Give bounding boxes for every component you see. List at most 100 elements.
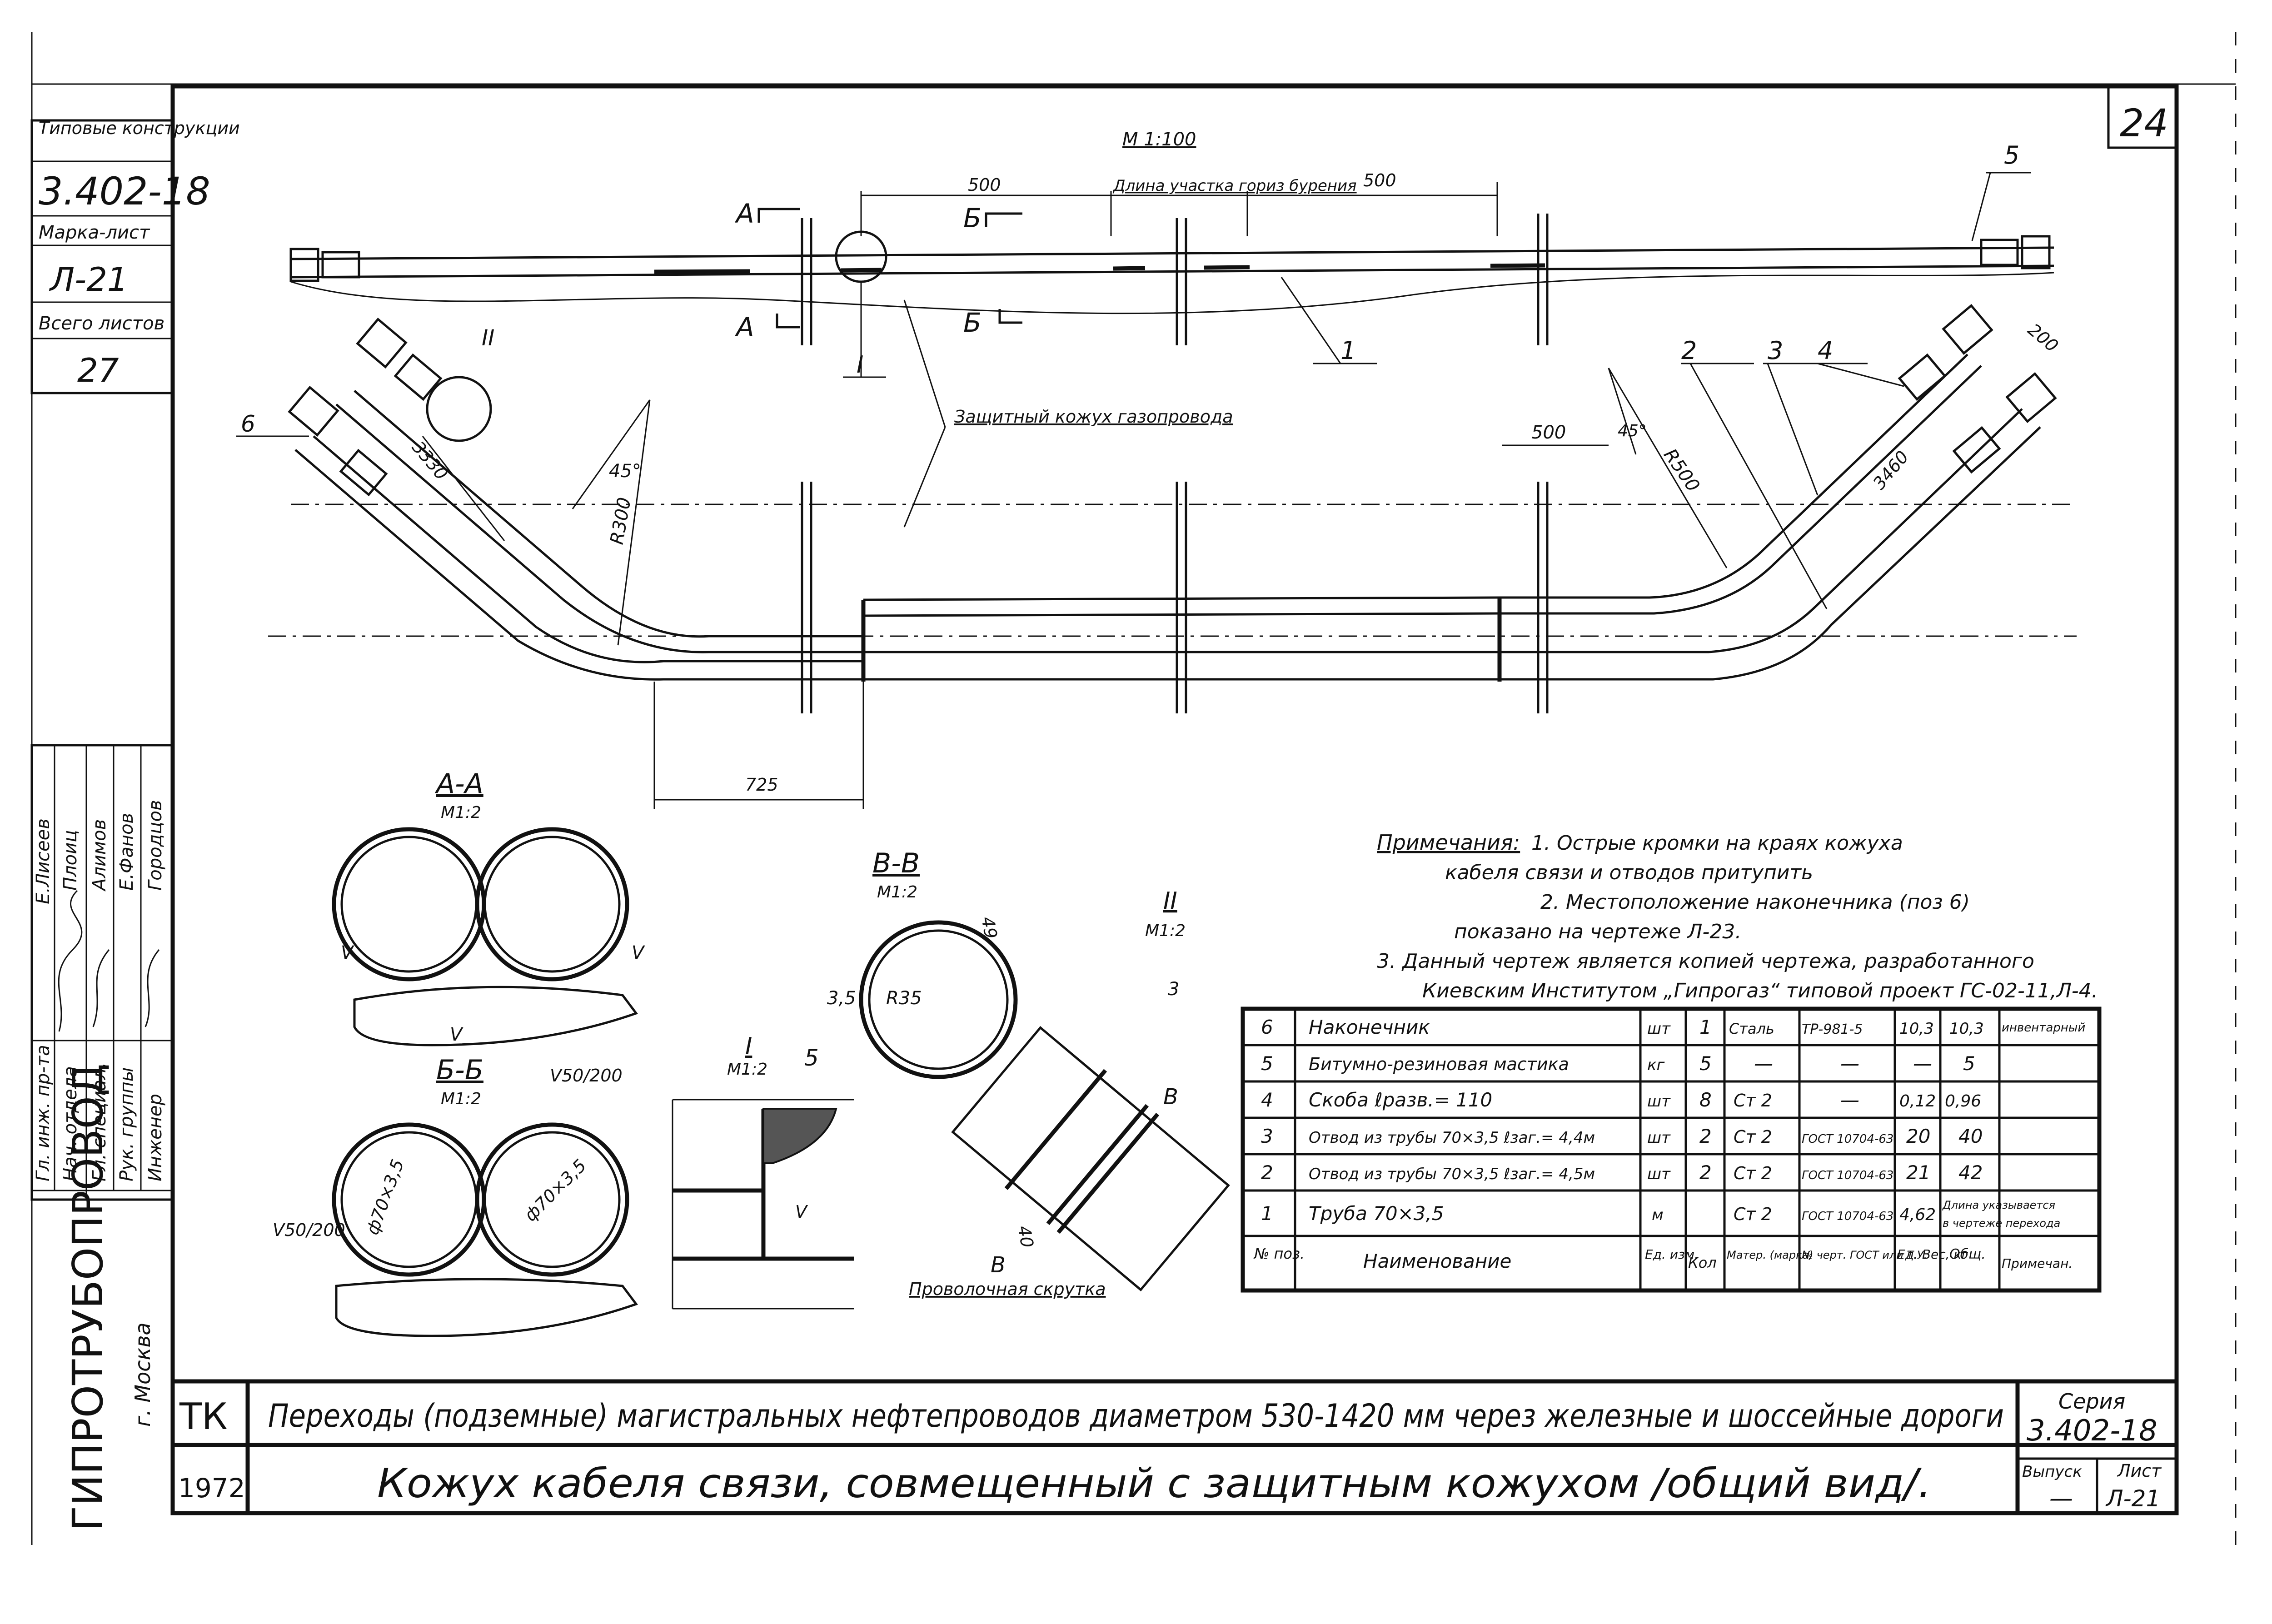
row4-unit: шт	[1647, 1092, 1671, 1111]
pos-3-label: 3	[1768, 336, 1783, 365]
detail-II-circle	[426, 376, 492, 442]
inner-frame	[170, 84, 2179, 1515]
row4-pos: 4	[1261, 1089, 1273, 1111]
detail-II-dim-40: 40	[1014, 1224, 1037, 1249]
notes-line-3: 2. Местоположение наконечника (поз 6)	[1540, 891, 1970, 914]
hdr-doc: № черт. ГОСТ или Т.У.	[1801, 1249, 1927, 1261]
sig-role-5: Инженер	[145, 1094, 166, 1181]
series-value: 3.402-18	[2027, 1414, 2157, 1448]
aa-v-right: V	[632, 942, 645, 963]
row1-pos: 1	[1261, 1202, 1273, 1225]
row3-mat: Ст 2	[1734, 1127, 1772, 1147]
series-code-left: 3.402-18	[39, 169, 210, 214]
mastic-fill	[762, 1108, 837, 1164]
sig-name-5: Городцов	[145, 800, 166, 891]
right-bend-inner	[1500, 408, 2023, 653]
hdr-tot: Общ.	[1949, 1246, 1986, 1262]
detail-II: II М1:2 3 В В 40 Проволочная скрутка	[909, 887, 1230, 1299]
detail-II-b-bottom: В	[991, 1252, 1006, 1278]
dim-725: 725	[745, 775, 778, 795]
sheet-value: Л-21	[2105, 1485, 2160, 1512]
row2-tot: 42	[1958, 1161, 1983, 1184]
pos-1-label: 1	[1340, 336, 1356, 365]
hdr-mat: Матер. (марка)	[1727, 1249, 1814, 1261]
wire-label: Проволочная скрутка	[909, 1279, 1106, 1299]
sheet-number-box	[2107, 85, 2178, 149]
bottom-title-block: ТК 1972 Переходы (подземные) магистральн…	[173, 1379, 2177, 1513]
sheet-label: Лист	[2117, 1461, 2162, 1481]
angle-45-left: 45°	[609, 461, 641, 482]
row5-tot: 5	[1963, 1052, 1975, 1075]
aa-ground	[353, 986, 638, 1046]
signature-scribble-3	[144, 949, 160, 1027]
section-mark-b-top: Б	[963, 203, 982, 234]
row2-pos: 2	[1261, 1161, 1273, 1184]
row5-name: Битумно-резиновая мастика	[1309, 1054, 1569, 1074]
row2-name: Отвод из трубы 70×3,5 ℓзаг.= 4,5м	[1309, 1165, 1595, 1183]
pos-4-label: 4	[1818, 336, 1833, 365]
org-name: ГИПРОТРУБОПРОВОД	[64, 1063, 112, 1531]
row4-w: 0,12	[1899, 1092, 1936, 1111]
left-end-fitting	[289, 248, 319, 282]
notes-line-5: 3. Данный чертеж является копией чертежа…	[1377, 950, 2034, 973]
detail-I-scale: М1:2	[727, 1060, 767, 1079]
hdr-qty: Кол	[1688, 1254, 1717, 1271]
year-label: 1972	[178, 1473, 245, 1504]
row1-note: в чертеже перехода	[1943, 1217, 2060, 1230]
hdr-unit: Ед. изм.	[1645, 1247, 1699, 1262]
row5-qty: 5	[1699, 1052, 1712, 1075]
section-mark-a-bottom: А	[734, 312, 754, 343]
row6-note: инвентарный	[2002, 1021, 2085, 1035]
left-info-box	[30, 119, 174, 394]
sig-role-4: Рук. группы	[116, 1067, 137, 1181]
detail-II-weld: 3	[1168, 979, 1179, 1000]
casing-bottom-line	[290, 264, 2054, 279]
row5-mat: —	[1754, 1052, 1773, 1075]
pos-5-label: 5	[2004, 141, 2019, 169]
sig-name-3: Алимов	[89, 819, 110, 892]
row5-unit: кг	[1647, 1056, 1665, 1074]
detail-II-pipe	[951, 1026, 1230, 1291]
detail-II-b-top: В	[1163, 1084, 1178, 1110]
aa-pipe-left	[332, 827, 486, 981]
casing-top-line	[290, 246, 2054, 260]
title-main: Переходы (подземные) магистральных нефте…	[268, 1397, 2004, 1435]
row5-pos: 5	[1261, 1052, 1273, 1075]
row3-pos: 3	[1261, 1125, 1273, 1147]
detail-I-v: V	[795, 1202, 808, 1222]
section-mark-b-bottom: Б	[963, 307, 982, 338]
left-bend-inner	[313, 435, 863, 663]
main-elevation: II 6 3330 45° R300 Защитный кожух газопр…	[236, 299, 2077, 809]
hdr-name: Наименование	[1363, 1250, 1511, 1272]
detail-II-title: II	[1163, 887, 1177, 915]
sig-name-4: Е.Фанов	[116, 813, 137, 891]
row1-w: 4,62	[1899, 1206, 1936, 1224]
row4-tot: 0,96	[1945, 1092, 1981, 1111]
row1-doc: ГОСТ 10704-63	[1802, 1210, 1893, 1223]
total-value: 27	[77, 351, 119, 389]
sig-role-2: Нач. отдела	[60, 1066, 81, 1181]
notes-line-4: показано на чертеже Л-23.	[1454, 920, 1741, 943]
bb-pipe-left	[332, 1122, 486, 1277]
sheet-number: 24	[2120, 101, 2168, 145]
dim-500-left: 500	[968, 175, 1001, 195]
row3-doc: ГОСТ 10704-63	[1802, 1132, 1893, 1146]
sig-name-1: Е.Лисеев	[33, 818, 54, 904]
notes-line-6: Киевским Институтом „Гипрогаз“ типовой п…	[1422, 979, 2098, 1002]
detail-I: I М1:2 5 V	[672, 1033, 854, 1310]
row6-doc: ТР-981-5	[1802, 1021, 1863, 1037]
vv-r35: R35	[886, 988, 922, 1009]
row1-mat: Ст 2	[1734, 1204, 1772, 1224]
pos-2-label: 2	[1681, 336, 1697, 365]
row2-doc: ГОСТ 10704-63	[1802, 1169, 1893, 1182]
row1-tot: Длина указывается	[1942, 1199, 2055, 1211]
right-bend-outer	[1500, 354, 1968, 599]
drill-length-label: Длина участка гориз бурения	[1112, 177, 1357, 195]
row3-w: 20	[1906, 1125, 1930, 1147]
row2-w: 21	[1906, 1161, 1930, 1184]
row1-name: Труба 70×3,5	[1309, 1202, 1444, 1225]
row5-doc: —	[1840, 1052, 1859, 1075]
spec-table: 6 Наконечник шт 1 Сталь ТР-981-5 10,3 10…	[1241, 1006, 2102, 1293]
